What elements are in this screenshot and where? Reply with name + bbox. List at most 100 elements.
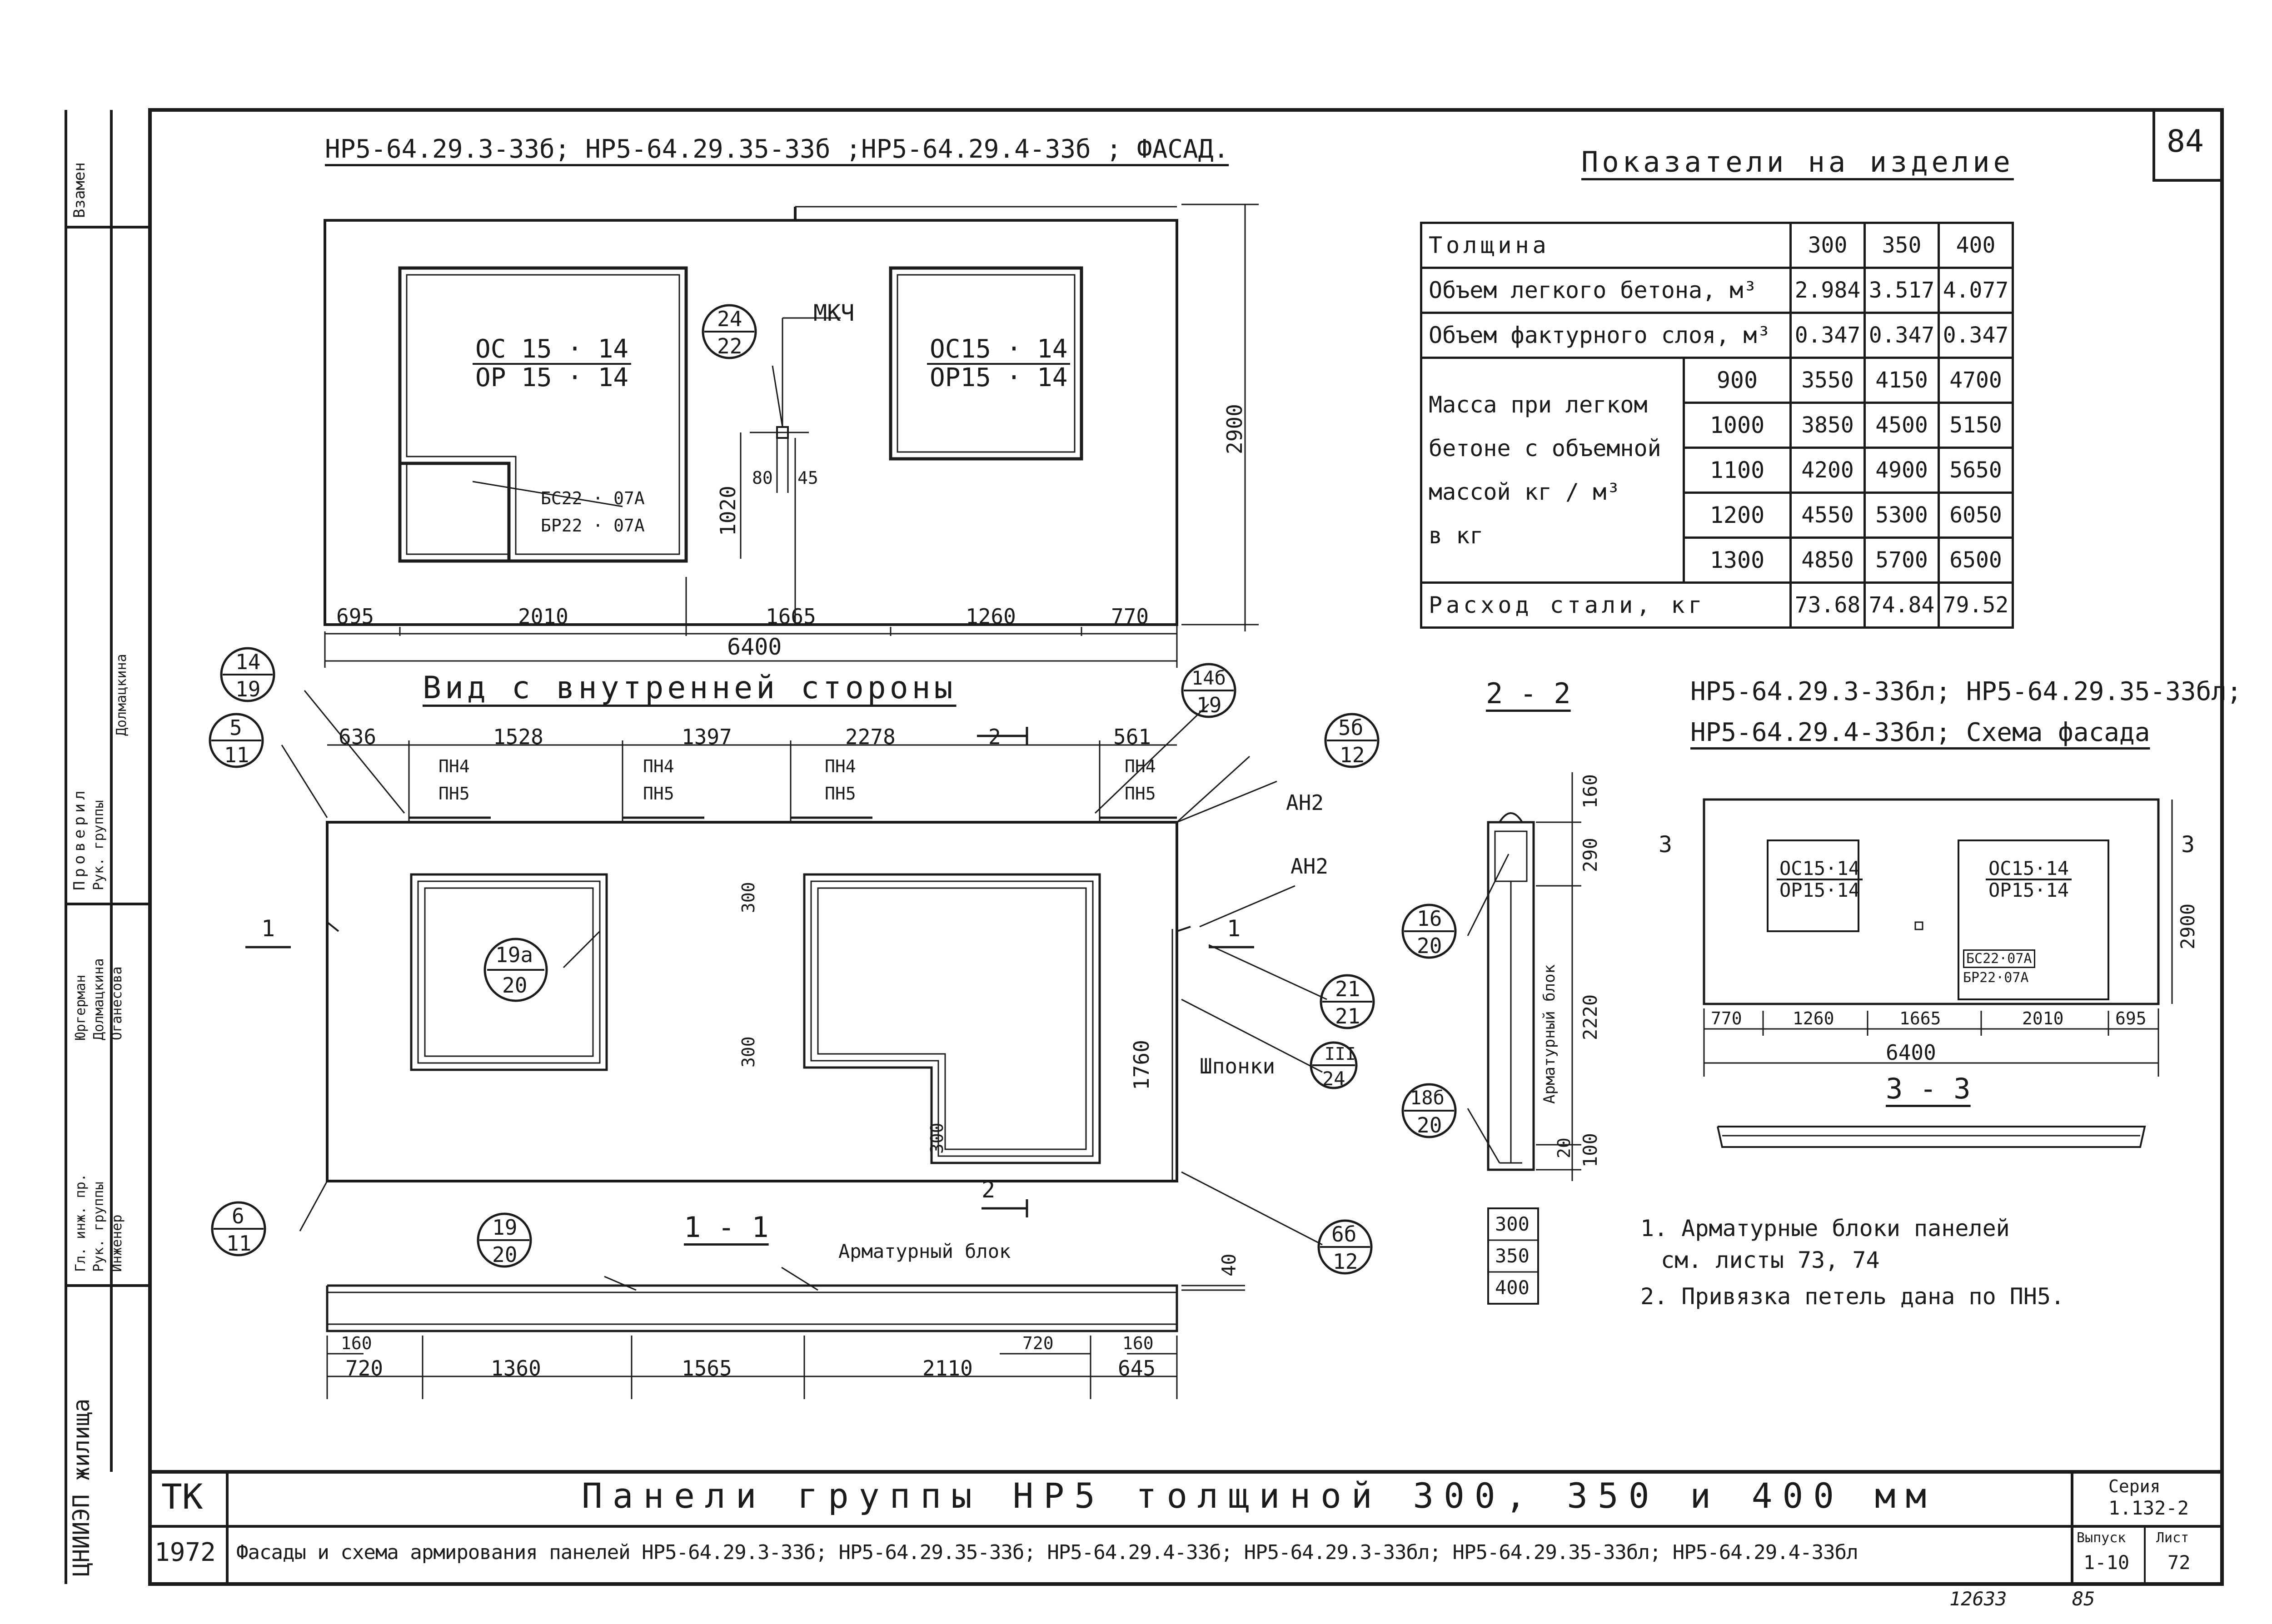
loop-pn4-b: ПН4 <box>643 756 674 776</box>
shponki-callout-bottom: 24 <box>1322 1068 1345 1090</box>
sec22-thk-350: 350 <box>1495 1245 1530 1267</box>
section-1-1-dim-720-mid: 720 <box>1022 1333 1054 1353</box>
table-row: Толщина 300 350 400 <box>1420 222 2014 269</box>
scheme-dim-2900: 2900 <box>2177 903 2199 949</box>
facade-window-2-frame <box>889 266 1083 461</box>
shponki-label: Шпонки <box>1200 1054 1276 1078</box>
facade-dim-45: 45 <box>797 468 818 488</box>
table-row: 1000 3850 4500 5150 <box>1421 402 2014 449</box>
facade-door-frame <box>400 268 509 561</box>
callout-21-21 <box>1320 974 1375 1029</box>
loop-pn4-a: ПН4 <box>438 756 470 776</box>
table-row: 1200 4550 5300 6050 <box>1421 492 2014 539</box>
scheme-window-1-label: ОС15·14 ОР15·14 <box>1777 858 1863 900</box>
callout-18b-20 <box>1401 1083 1457 1138</box>
inner-dim-2278: 2278 <box>845 725 896 749</box>
scheme-dim-1665: 1665 <box>1899 1008 1941 1028</box>
mass-label: Масса при легком бетоне с объемной массо… <box>1420 357 1685 584</box>
note-1-cont: см. листы 73, 74 <box>1661 1247 1880 1273</box>
sheet-value: 72 <box>2167 1551 2191 1574</box>
indicators-title: Показатели на изделие <box>1581 145 2014 179</box>
section-1-1-dim-2110: 2110 <box>922 1356 973 1381</box>
inner-dim-636: 636 <box>339 725 377 749</box>
loop-pn5-a: ПН5 <box>438 784 470 804</box>
person-1: Юргерман <box>73 974 89 1041</box>
callout-14b-19 <box>1181 663 1236 718</box>
sec22-thk-400: 400 <box>1495 1276 1530 1299</box>
facade-window-1-label: ОС 15 · 14 ОР 15 · 14 <box>473 336 632 392</box>
inner-window-1-frame <box>410 873 608 1071</box>
checked-label: Проверил <box>70 787 89 890</box>
an2-label-2: АН2 <box>1290 854 1329 879</box>
scheme-mark-3-left: 3 <box>1659 831 1673 858</box>
facade-door-label-top: БС22 · 07А <box>541 488 645 508</box>
sec22-thk-300: 300 <box>1495 1213 1530 1235</box>
side-label-engineer: Инженер <box>109 1214 125 1272</box>
scheme-panel-outline <box>1703 798 2160 1005</box>
callout-6-11 <box>211 1201 266 1256</box>
facade-callout-top: 24 <box>717 307 742 331</box>
sheet-frame <box>148 108 2224 1586</box>
section-1-1-dim-645: 645 <box>1118 1356 1156 1381</box>
series-label: Серия <box>2108 1476 2161 1496</box>
sheet-number-box <box>2152 109 2223 182</box>
sec22-dim-290: 290 <box>1579 838 1601 872</box>
table-row: Объем легкого бетона, м³ 2.984 3.517 4.0… <box>1420 267 2014 314</box>
issue-label: Выпуск <box>2077 1530 2126 1546</box>
issue-value: 1-10 <box>2083 1551 2130 1574</box>
inner-dim-561: 561 <box>1113 725 1151 749</box>
callout-14-19 <box>220 647 275 702</box>
section-1-1-dim-1565: 1565 <box>682 1356 732 1381</box>
callout-16-20 <box>1401 904 1457 959</box>
sheet-number: 84 <box>2167 124 2204 159</box>
scheme-dim-695: 695 <box>2115 1008 2147 1028</box>
callout-5b-12 <box>1324 713 1380 768</box>
inner-view-title: Вид с внутренней стороны <box>423 670 957 706</box>
indicators-table: Толщина 300 350 400 Объем легкого бетона… <box>1420 222 2014 629</box>
section-1-1-dim-160-left: 160 <box>341 1333 372 1353</box>
section-1-1-dim-160-right: 160 <box>1122 1333 1154 1353</box>
facade-dim-1020: 1020 <box>716 486 740 536</box>
section-1-1-dim-40: 40 <box>1218 1253 1240 1276</box>
shponki-callout-top: III <box>1325 1044 1356 1064</box>
shponki-callout <box>1310 1041 1358 1089</box>
sec22-dim-100: 100 <box>1579 1133 1601 1167</box>
note-2: 2. Привязка петель дана по ПН5. <box>1640 1283 2065 1310</box>
bottom-number-1: 12633 <box>1949 1588 2007 1610</box>
facade-dim-total: 6400 <box>727 634 782 660</box>
facade-dim-695: 695 <box>336 604 374 629</box>
inner-mark-2-bottom: 2 <box>982 1177 996 1203</box>
facade-callout-circle <box>702 304 757 359</box>
org-label: ЦНИИЭП жилища <box>68 1398 95 1576</box>
series-value: 1.132-2 <box>2108 1497 2189 1519</box>
thickness-label: Толщина <box>1420 222 1792 269</box>
facade-door-label-bottom: БР22 · 07А <box>541 516 645 536</box>
section-1-1-outline <box>326 1284 1178 1332</box>
side-label-replace: Взамен <box>70 162 89 218</box>
scheme-mark-3-right: 3 <box>2181 831 2195 858</box>
title-main: Панели группы НР5 толщиной 300, 350 и 40… <box>582 1475 1937 1516</box>
scheme-dim-2010: 2010 <box>2022 1008 2064 1028</box>
title-tk: ТК <box>161 1476 203 1517</box>
facade-panel-outline <box>324 219 1178 626</box>
inner-dim-300-a: 300 <box>738 882 758 913</box>
inner-mark-2-top: 2 <box>988 725 1001 749</box>
checked-name-2: Долмацкина <box>114 654 130 736</box>
person-2: Долмацкина <box>91 958 107 1040</box>
table-row: Масса при легком бетоне с объемной массо… <box>1420 357 2014 584</box>
section-1-1-dim-1360: 1360 <box>491 1356 541 1381</box>
facade-callout-bottom: 22 <box>717 334 742 358</box>
scheme-dim-770: 770 <box>1711 1008 1742 1028</box>
facade-header: НР5-64.29.3-33б; НР5-64.29.35-33б ;НР5-6… <box>325 134 1229 164</box>
section-2-2-title: 2 - 2 <box>1486 677 1571 710</box>
scheme-door-bottom: БР22·07А <box>1963 970 2029 986</box>
section-1-1-title: 1 - 1 <box>684 1211 769 1244</box>
facade-dim-2010: 2010 <box>518 604 568 629</box>
facade-dim-1665: 1665 <box>766 604 816 629</box>
side-label-chief: Гл. инж. пр. <box>73 1173 89 1272</box>
sec22-dim-2220: 2220 <box>1579 994 1601 1040</box>
scheme-dim-1260: 1260 <box>1793 1008 1834 1028</box>
loop-pn4-c: ПН4 <box>825 756 856 776</box>
callout-19-20 <box>477 1212 532 1268</box>
